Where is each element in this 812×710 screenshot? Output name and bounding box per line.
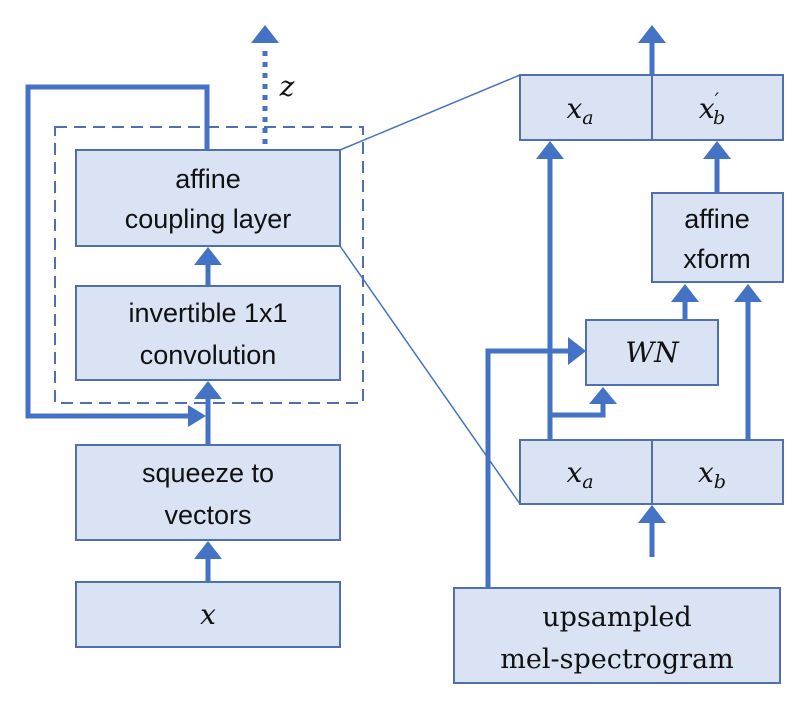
zoom-line-top xyxy=(339,74,521,151)
arrowhead xyxy=(536,141,564,159)
output-arrowhead xyxy=(638,25,666,43)
squeeze-box xyxy=(75,444,341,541)
wn-box xyxy=(585,319,719,386)
mel-label-line1: upsampled xyxy=(542,602,691,633)
arrowhead xyxy=(638,505,666,523)
zoom-line-bottom xyxy=(339,245,521,505)
arrow-xa-to-wn xyxy=(550,402,606,418)
arrowhead xyxy=(194,381,222,399)
arrowhead xyxy=(734,284,762,302)
arrowhead xyxy=(671,284,699,302)
arrowhead xyxy=(703,141,731,159)
squeeze-label-line2: vectors xyxy=(164,500,251,530)
xform-label-line1: affine xyxy=(684,204,750,234)
z-arrowhead xyxy=(251,25,279,43)
affine-xform-box xyxy=(651,192,784,283)
bottom-xa-label: xa xyxy=(566,456,593,493)
affine-coupling-layer-box xyxy=(75,149,341,247)
arrow-mel-to-wn xyxy=(485,348,570,588)
arrowhead xyxy=(568,337,586,365)
coupling-label-line1: affine xyxy=(175,164,241,194)
loop-arrowhead xyxy=(188,405,206,427)
coupling-label-line2: coupling layer xyxy=(125,204,292,234)
wn-label: WN xyxy=(625,336,680,369)
input-x-label: x xyxy=(200,598,216,631)
arrowhead xyxy=(589,387,617,404)
loop-connector xyxy=(25,84,210,419)
top-xa-label: xa xyxy=(566,92,593,129)
input-x-box xyxy=(75,581,341,648)
top-xb-prime-label: x′b xyxy=(699,89,725,129)
xform-label-line2: xform xyxy=(683,244,751,274)
squeeze-label-line1: squeeze to xyxy=(142,458,274,488)
bottom-xb-label: xb xyxy=(698,456,726,493)
arrowhead xyxy=(194,541,222,559)
flow-step-group xyxy=(54,126,364,404)
mel-label-line2: mel-spectrogram xyxy=(500,644,733,675)
invertible-label-line1: invertible 1x1 xyxy=(128,298,287,328)
z-label: z xyxy=(279,70,295,103)
mel-spectrogram-box xyxy=(453,587,781,684)
arrowhead xyxy=(194,247,222,265)
invertible-label-line2: convolution xyxy=(140,340,277,370)
invertible-conv-box xyxy=(75,285,341,381)
